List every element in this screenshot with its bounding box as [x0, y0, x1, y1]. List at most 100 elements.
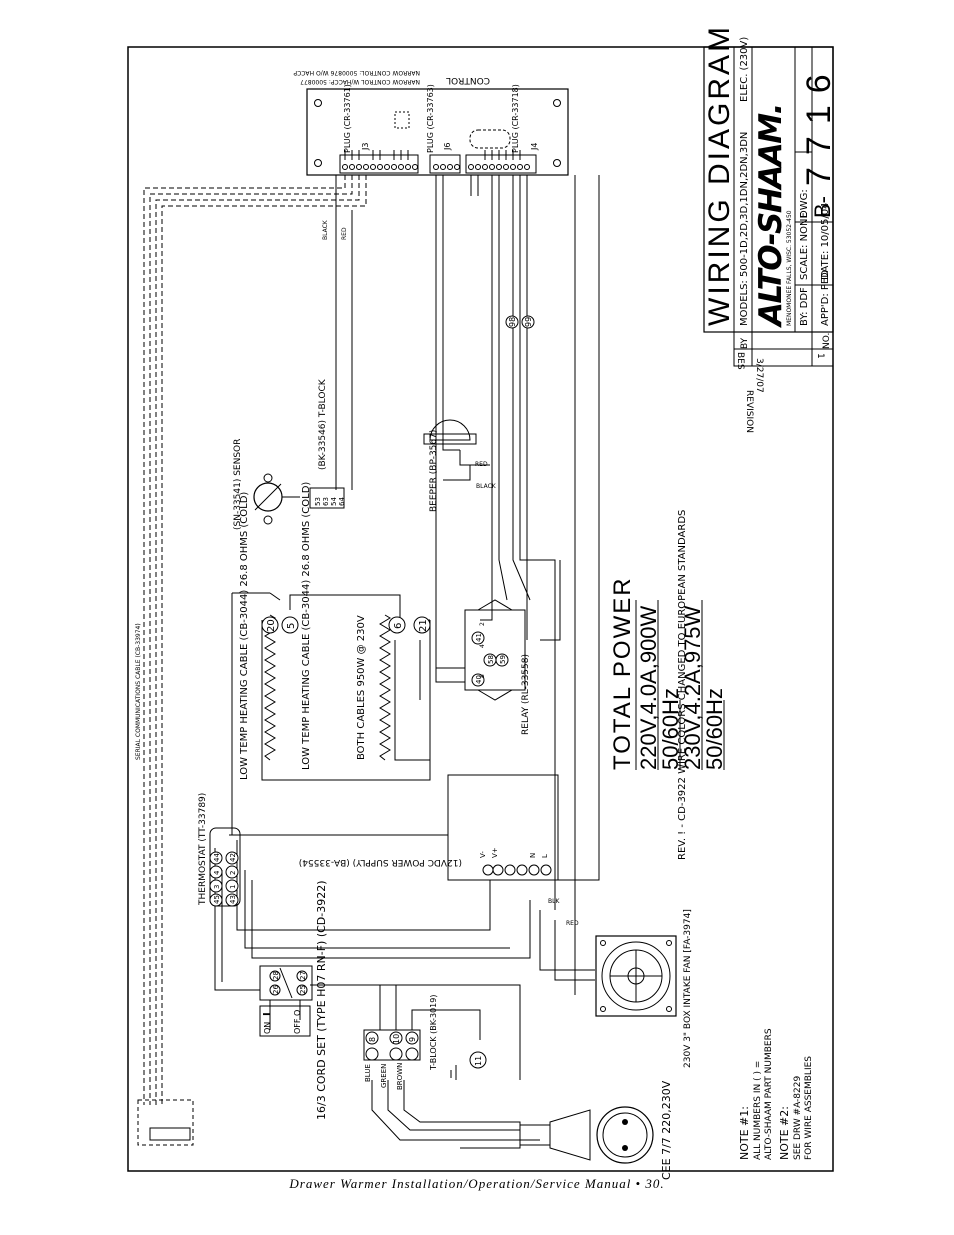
ps-pin-v-minus: V- [479, 851, 487, 858]
rev-row-date: 3/27/07 [754, 358, 764, 393]
switch-pin-25: 25 [299, 985, 307, 994]
sensor: (SN-33541) SENSOR [233, 439, 300, 530]
switch-off-label: OFF [293, 1018, 302, 1034]
relay-pin-41: 41 [475, 633, 483, 642]
rev-header-by: BY [740, 337, 750, 349]
power-supply-label: (12VDC POWER SUPPLY) (BA-33554) [299, 857, 462, 867]
total-power-line-3: 230V,4.2A,975W [680, 605, 705, 770]
switch-off-mark: O [293, 1010, 302, 1016]
switch-on-mark: I [262, 1012, 273, 1016]
diagram-title: WIRING DIAGRAM [703, 24, 736, 326]
thermostat: 45 3 43 1 44 42 2 4 THERMOSTAT (TT-33789… [198, 793, 241, 907]
control-red-label: RED [341, 227, 348, 240]
brand-logo: ALTO-SHAAM. [753, 104, 789, 329]
t-block-mains: 8 10 9 T-BLOCK (BK-3019) 11 BLUE GREEN B… [363, 995, 487, 1090]
thermostat-pin-42: 42 [229, 853, 237, 862]
wire-number-98: 98 [508, 317, 517, 327]
wire-color-green: GREEN [380, 1064, 388, 1088]
tblock1-label: (BK-33546) T-BLOCK [318, 378, 328, 470]
page-footer: Drawer Warmer Installation/Operation/Ser… [289, 1176, 665, 1191]
beeper-label: BEEPER (BP-3567) [429, 430, 439, 512]
ps-pin-n: N [529, 853, 537, 858]
switch-pin-28: 28 [272, 971, 280, 980]
control-label: CONTROL [446, 75, 490, 85]
tblock1-pin-3: 54 [330, 497, 338, 506]
cable-terminal-5: 5 [286, 623, 297, 629]
thermostat-pin-44: 44 [213, 853, 221, 862]
relay-small-8: 8 [479, 674, 486, 678]
note1-title: NOTE #1: [738, 1106, 751, 1160]
by-text: BY: DDF [799, 287, 810, 326]
relay-small-4: 4 [479, 644, 486, 648]
dwg-label: DWG: [799, 189, 810, 218]
j4-label: J4 [530, 143, 539, 151]
cord-set: 16/3 CORD SET (TYPE H07 RN-F) (CD-3922) … [315, 880, 673, 1180]
thermostat-pin-45: 45 [213, 895, 221, 904]
tblock1-pin-4: 64 [338, 497, 346, 506]
rev-header-no: NO. [822, 333, 832, 349]
note1-line1: ALL NUMBERS IN ( ) = [753, 1061, 763, 1160]
note2-line1: SEE DRW #A-8229 [793, 1076, 803, 1160]
wire-color-brown: BROWN [396, 1063, 404, 1090]
elec-text: ELEC. (230V) [739, 37, 750, 102]
plug3-label: PLUG (CR-33718) [511, 84, 520, 153]
cables-note: BOTH CABLES 950W @ 230V [356, 615, 367, 760]
power-switch: 26 28 25 27 ON OFF I O [259, 965, 313, 1037]
control-note-1: NARROW CONTROL: 5000876 W/O HACCP [293, 69, 420, 76]
cable-terminal-21: 21 [418, 619, 429, 632]
total-power-line-4: 50/60Hz [702, 688, 727, 770]
thermostat-pin-1: 1 [229, 885, 237, 889]
tblock2-pin-8: 8 [368, 1037, 377, 1042]
dwg-prefix: B- [810, 196, 835, 218]
relay: 58 59 40 41 2 8 4 RELAY (RL-33558) [464, 599, 531, 735]
control-board: CONTROL NARROW CONTROL: 5000876 W/O HACC… [293, 69, 569, 176]
beeper-red-label: RED [475, 461, 488, 468]
note2-title: NOTE #2: [778, 1106, 791, 1160]
switch-pin-26: 26 [272, 985, 280, 994]
wire-number-markers: 98 99 [505, 315, 535, 329]
intake-fan: 230V 3" BOX INTAKE FAN [FA-3974] [595, 909, 693, 1068]
rev-row-no: 1 [815, 353, 825, 359]
rev-row-by: BES [735, 352, 745, 370]
dwg-number: 7716 [800, 62, 838, 186]
appd-text: APP'D: PED [820, 270, 831, 326]
title-block: WIRING DIAGRAM MODELS: 500-1D,2D,3D,1DN,… [703, 24, 838, 433]
tblock2-pin-9: 9 [408, 1037, 417, 1042]
scale-text: SCALE: NONE [799, 212, 810, 280]
plug-type-label: CEE 7/7 220,230V [660, 1080, 673, 1180]
wire-color-blue: BLUE [364, 1064, 372, 1082]
note1-line2: ALTO-SHAAM PART NUMBERS [764, 1028, 774, 1160]
fan-label: 230V 3" BOX INTAKE FAN [FA-3974] [683, 909, 693, 1068]
tblock1-pin-2: 63 [322, 497, 330, 506]
control-black-label: BLACK [322, 219, 329, 240]
cord-label: 16/3 CORD SET (TYPE H07 RN-F) (CD-3922) [315, 880, 328, 1120]
relay-pin-58: 58 [487, 655, 495, 664]
j3-label: J3 [361, 143, 370, 151]
switch-pin-27: 27 [299, 971, 307, 980]
notes: NOTE #1: ALL NUMBERS IN ( ) = ALTO-SHAAM… [738, 1028, 814, 1160]
models-text: MODELS: 500-1D,2D,3D,1DN,2DN,3DN [739, 132, 750, 326]
beeper-black-label: BLACK [476, 483, 497, 490]
sensor-label: (SN-33541) SENSOR [233, 439, 243, 530]
relay-small-2: 2 [479, 622, 486, 626]
relay-pin-59: 59 [499, 655, 507, 664]
ground-pin: 11 [474, 1056, 483, 1066]
cable-terminal-20: 20 [266, 619, 277, 632]
wiring [137, 175, 600, 1146]
total-power-heading: TOTAL POWER [609, 576, 636, 770]
thermostat-pin-4: 4 [213, 870, 221, 875]
thermostat-pin-43: 43 [229, 895, 237, 904]
brand-address: MENOMONEE FALLS, WISC. 53052-450 [786, 210, 793, 326]
page-border [127, 46, 834, 1172]
revision-note: REV. ! - CD-3922 WIRE COLORS CHANGED TO … [677, 510, 688, 860]
thermostat-pin-2: 2 [229, 871, 237, 875]
tblock2-pin-10: 10 [392, 1034, 401, 1044]
t-block-sensor: (BK-33546) T-BLOCK 53 63 54 64 [309, 378, 346, 509]
cable-1-label: LOW TEMP HEATING CABLE (CB-3044) 26.8 OH… [239, 492, 250, 780]
rev-header-revision: REVISION [744, 390, 754, 433]
note2-line2: FOR WIRE ASSEMBLIES [804, 1056, 814, 1160]
cable-terminal-6: 6 [393, 623, 404, 629]
date-text: DATE: 10/05/04 [820, 203, 831, 280]
control-note-2: NARROW CONTROL W/HACCP: 5000877 [300, 78, 420, 85]
